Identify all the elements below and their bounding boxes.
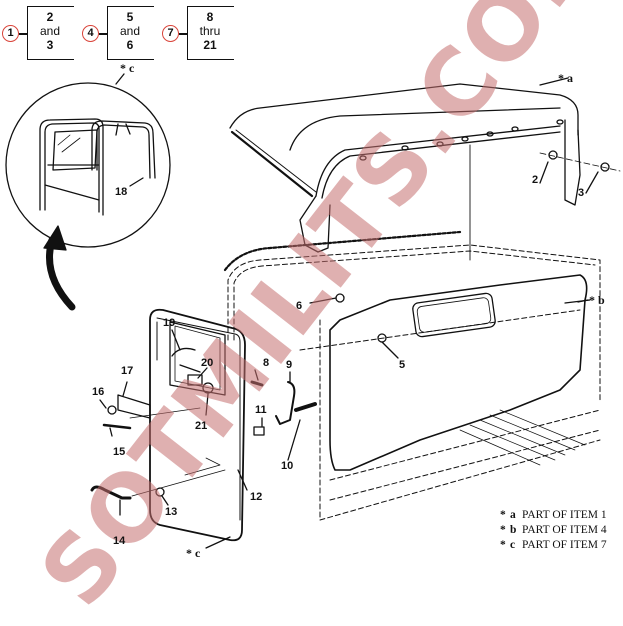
note-c-door-tag: * c — [186, 546, 201, 560]
legend-text: PART OF ITEM 1 — [522, 509, 607, 521]
legend-row-c: * c PART OF ITEM 7 — [500, 538, 607, 553]
line-art — [5, 73, 621, 549]
asterisk: * — [500, 509, 506, 521]
callout-11: 11 — [255, 404, 267, 416]
callout-14: 14 — [113, 535, 126, 547]
asterisk: * — [500, 524, 506, 536]
note-letter: c — [510, 539, 516, 551]
note-b-tag: * b — [589, 293, 605, 307]
legend: * a PART OF ITEM 1 * b PART OF ITEM 4 * c PART… — [500, 508, 607, 553]
legend-row-b: * b PART OF ITEM 4 — [500, 523, 607, 538]
callout-6: 6 — [296, 300, 303, 312]
group-key-item-4: 4 5 and 6 — [82, 6, 162, 60]
connector-line — [99, 33, 107, 35]
group-key-item-1: 1 2 and 3 — [2, 6, 82, 60]
callout-2: 2 — [532, 174, 539, 186]
connector-line — [179, 33, 187, 35]
callout-15: 15 — [113, 446, 126, 458]
callout-18: 18 — [115, 186, 128, 198]
note-letter: b — [510, 524, 517, 536]
bracket — [27, 6, 74, 60]
callout-16: 16 — [92, 386, 105, 398]
group-key-item-7: 7 8 thru 21 — [162, 6, 242, 60]
bracket — [107, 6, 154, 60]
subitems-label: 5 and 6 — [119, 10, 141, 52]
legend-text: PART OF ITEM 4 — [522, 524, 607, 536]
item-number-circle: 7 — [162, 25, 179, 42]
callout-13: 13 — [165, 506, 178, 518]
connector-line — [19, 33, 27, 35]
subitems-label: 8 thru 21 — [199, 10, 221, 52]
callout-20: 20 — [201, 357, 214, 369]
note-a-tag: * a — [558, 71, 573, 85]
callout-12: 12 — [250, 491, 263, 503]
bracket — [187, 6, 234, 60]
legend-row-a: * a PART OF ITEM 1 — [500, 508, 607, 523]
legend-text: PART OF ITEM 7 — [522, 539, 607, 551]
callout-21: 21 — [195, 420, 208, 432]
detail-circle — [5, 82, 171, 248]
callout-19: 19 — [163, 317, 176, 329]
callout-9: 9 — [286, 359, 293, 371]
asterisk: * — [500, 539, 506, 551]
subitems-label: 2 and 3 — [39, 10, 61, 52]
callout-17: 17 — [121, 365, 134, 377]
item-number-circle: 4 — [82, 25, 99, 42]
callout-8: 8 — [263, 357, 270, 369]
note-c-detail-tag: * c — [120, 61, 135, 75]
note-letter: a — [510, 509, 516, 521]
callout-10: 10 — [281, 460, 294, 472]
callout-3: 3 — [578, 187, 585, 199]
item-number-circle: 1 — [2, 25, 19, 42]
callout-5: 5 — [399, 359, 406, 371]
